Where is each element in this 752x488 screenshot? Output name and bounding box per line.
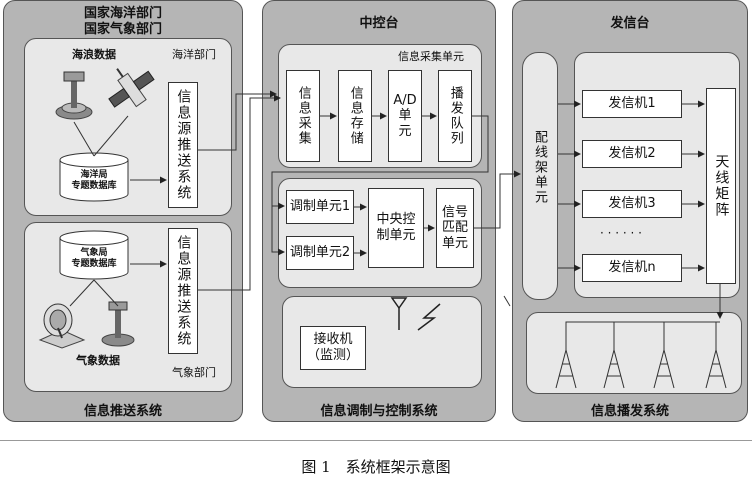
right-footer: 信息播发系统 xyxy=(590,404,669,419)
left-header-line1: 国家海洋部门 xyxy=(83,6,162,21)
collect-box: 信息采集 xyxy=(286,70,320,162)
separator-line xyxy=(0,440,752,441)
weather-db-label: 气象局 专题数据库 xyxy=(71,248,117,269)
weather-station-icon xyxy=(101,301,135,347)
transmitter-3: 发信机3 xyxy=(582,190,682,218)
transmitter-1: 发信机1 xyxy=(582,90,682,118)
left-footer: 信息推送系统 xyxy=(83,404,162,419)
mod-unit-1: 调制单元1 xyxy=(286,190,354,224)
satellite-dish-icon xyxy=(38,303,86,349)
receiver-box: 接收机 （监测） xyxy=(300,326,366,370)
antenna-matrix-box: 天线矩阵 xyxy=(706,88,736,284)
push-system-box-1: 信息源推送系统 xyxy=(168,82,198,208)
weather-data-label: 气象数据 xyxy=(76,354,120,367)
patch-panel-label: 配线架单元 xyxy=(532,130,547,205)
mod-unit-2: 调制单元2 xyxy=(286,236,354,270)
buoy-icon xyxy=(55,71,93,120)
left-header-line2: 国家气象部门 xyxy=(83,22,162,37)
transmitter-n: 发信机n xyxy=(582,254,682,282)
ad-box: A/D 单 元 xyxy=(388,70,422,162)
central-control-box: 中央控 制单元 xyxy=(368,188,424,268)
store-box: 信息存储 xyxy=(338,70,372,162)
transmitter-ellipsis: · · · · · · xyxy=(600,226,642,240)
antenna-tower-box xyxy=(526,312,742,394)
receive-antenna-icon xyxy=(390,297,441,331)
patch-panel-box xyxy=(522,52,558,300)
collect-unit-label: 信息采集单元 xyxy=(398,50,464,63)
ocean-dept-label: 海洋部门 xyxy=(172,48,216,61)
push-system-box-2: 信息源推送系统 xyxy=(168,228,198,354)
wave-data-label: 海浪数据 xyxy=(72,48,116,61)
transmitter-2: 发信机2 xyxy=(582,140,682,168)
figure-caption: 图 1 系统框架示意图 xyxy=(301,458,451,476)
weather-dept-label: 气象部门 xyxy=(172,366,216,379)
right-header: 发信台 xyxy=(610,16,650,31)
weather-database-icon xyxy=(59,230,129,280)
middle-footer: 信息调制与控制系统 xyxy=(320,404,438,419)
ocean-db-label: 海洋局 专题数据库 xyxy=(71,170,117,191)
signal-match-box: 信号 匹配 单元 xyxy=(436,188,474,268)
satellite-icon xyxy=(108,68,155,108)
middle-header: 中控台 xyxy=(359,16,399,31)
queue-box: 播发队列 xyxy=(438,70,472,162)
